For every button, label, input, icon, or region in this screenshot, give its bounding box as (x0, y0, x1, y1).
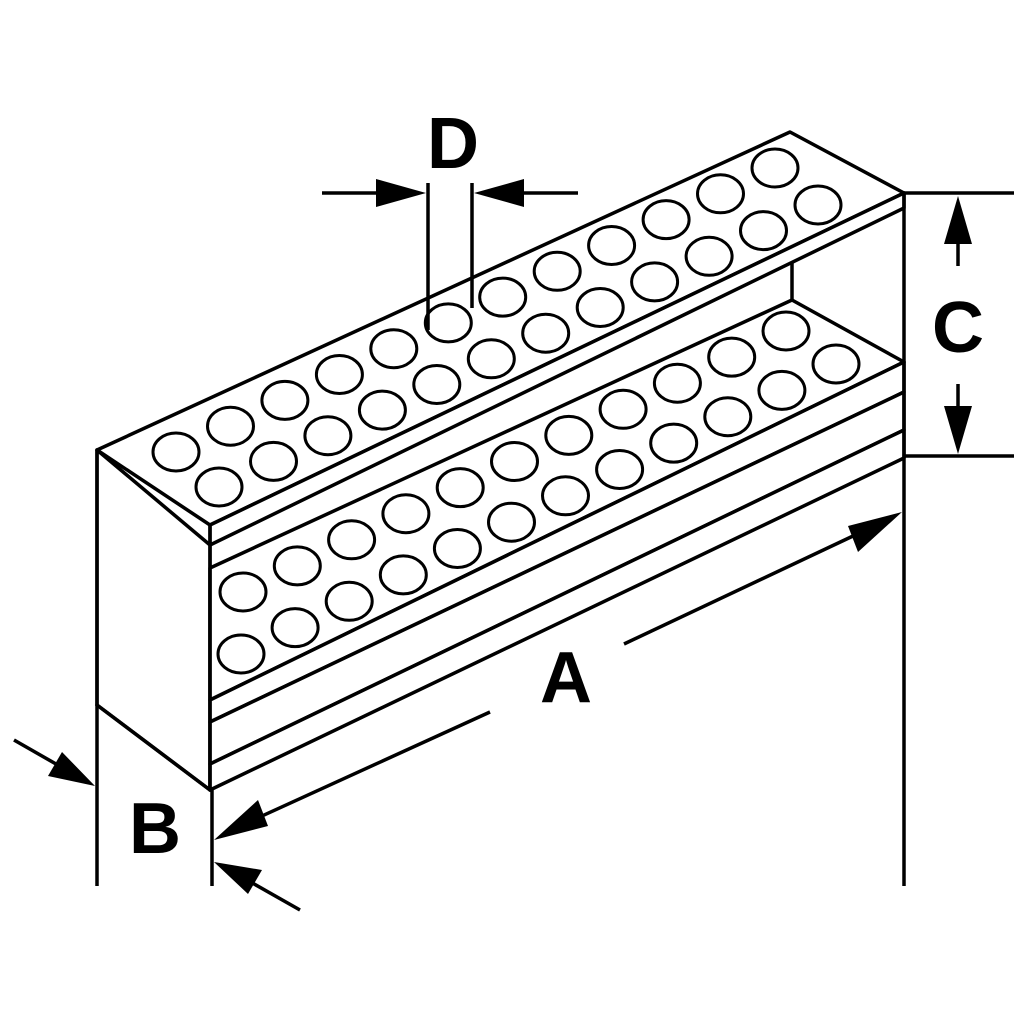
b-arrowhead-left (48, 752, 95, 786)
lower-front-row-hole (649, 422, 699, 464)
dimension-a-label: A (540, 638, 592, 718)
lower-front-row-hole (432, 528, 482, 569)
upper-front-row-hole (521, 312, 571, 354)
rack-side-bottom-edge (95, 703, 212, 792)
upper-back-row-hole (206, 405, 255, 447)
c-arrowhead-top (944, 196, 972, 244)
rack-body (95, 130, 906, 792)
upper-front-row-hole (412, 364, 462, 405)
lower-back-row-hole (327, 519, 377, 561)
lower-front-row-hole (487, 501, 536, 543)
dimension-b: B (13, 738, 301, 912)
a-arrowhead-left (214, 800, 268, 840)
upper-back-row-hole (532, 250, 582, 292)
upper-back-row-hole (369, 328, 419, 370)
b-arrowhead-right (214, 862, 262, 894)
lower-back-row-hole (490, 441, 539, 482)
dimension-d: D (322, 104, 578, 207)
c-arrowhead-bottom (944, 406, 972, 454)
upper-front-row-hole (630, 261, 680, 303)
lower-front-row-hole (378, 554, 428, 596)
upper-back-row-hole (423, 302, 473, 344)
upper-front-row-hole (249, 440, 298, 482)
dimension-b-label: B (129, 789, 181, 869)
lower-back-row-hole (707, 336, 757, 378)
upper-back-row-hole (587, 225, 637, 266)
upper-front-row-hole (357, 389, 407, 431)
lower-front-row-hole (541, 475, 590, 517)
dimension-d-label: D (427, 104, 479, 184)
lower-back-row-hole (544, 414, 594, 456)
upper-back-row-hole (151, 431, 201, 473)
rack-holes (151, 147, 861, 675)
upper-front-row-hole (194, 466, 244, 508)
a-dimension-line-lower (239, 710, 491, 828)
upper-front-row-hole (466, 338, 516, 380)
upper-back-row-hole (478, 276, 528, 318)
upper-back-row-hole (260, 379, 310, 421)
upper-front-row-hole (303, 415, 353, 457)
upper-back-row-hole (696, 173, 745, 215)
upper-front-row-hole (793, 184, 843, 226)
extension-lines (95, 183, 1014, 886)
lower-front-row-hole (270, 607, 320, 649)
a-arrowhead-right (848, 512, 902, 552)
upper-front-row-hole (739, 210, 788, 252)
lower-front-row-hole (757, 369, 807, 411)
lower-front-row-hole (811, 343, 861, 385)
d-arrowhead-right (474, 179, 524, 207)
upper-front-row-hole (684, 235, 734, 277)
lower-front-row-hole (216, 633, 266, 675)
lower-back-row-hole (652, 362, 702, 404)
lower-front-row-hole (595, 449, 645, 490)
dimension-c-label: C (932, 288, 984, 368)
lower-back-row-hole (218, 571, 268, 613)
lower-back-row-hole (381, 493, 431, 535)
upper-front-row-hole (575, 287, 625, 328)
dimension-c: C (932, 196, 984, 454)
lower-back-row-hole (761, 310, 811, 352)
upper-back-row-hole (641, 199, 691, 241)
lower-back-row-hole (435, 467, 485, 509)
a-dimension-line-upper (623, 526, 871, 646)
upper-back-row-hole (750, 147, 800, 189)
dimension-a: A (214, 512, 902, 840)
d-arrowhead-left (376, 179, 426, 207)
upper-back-row-hole (314, 354, 364, 395)
lower-front-row-hole (324, 580, 374, 622)
lower-front-row-hole (703, 396, 753, 438)
lower-back-row-hole (598, 388, 648, 430)
lower-back-row-hole (272, 545, 322, 587)
